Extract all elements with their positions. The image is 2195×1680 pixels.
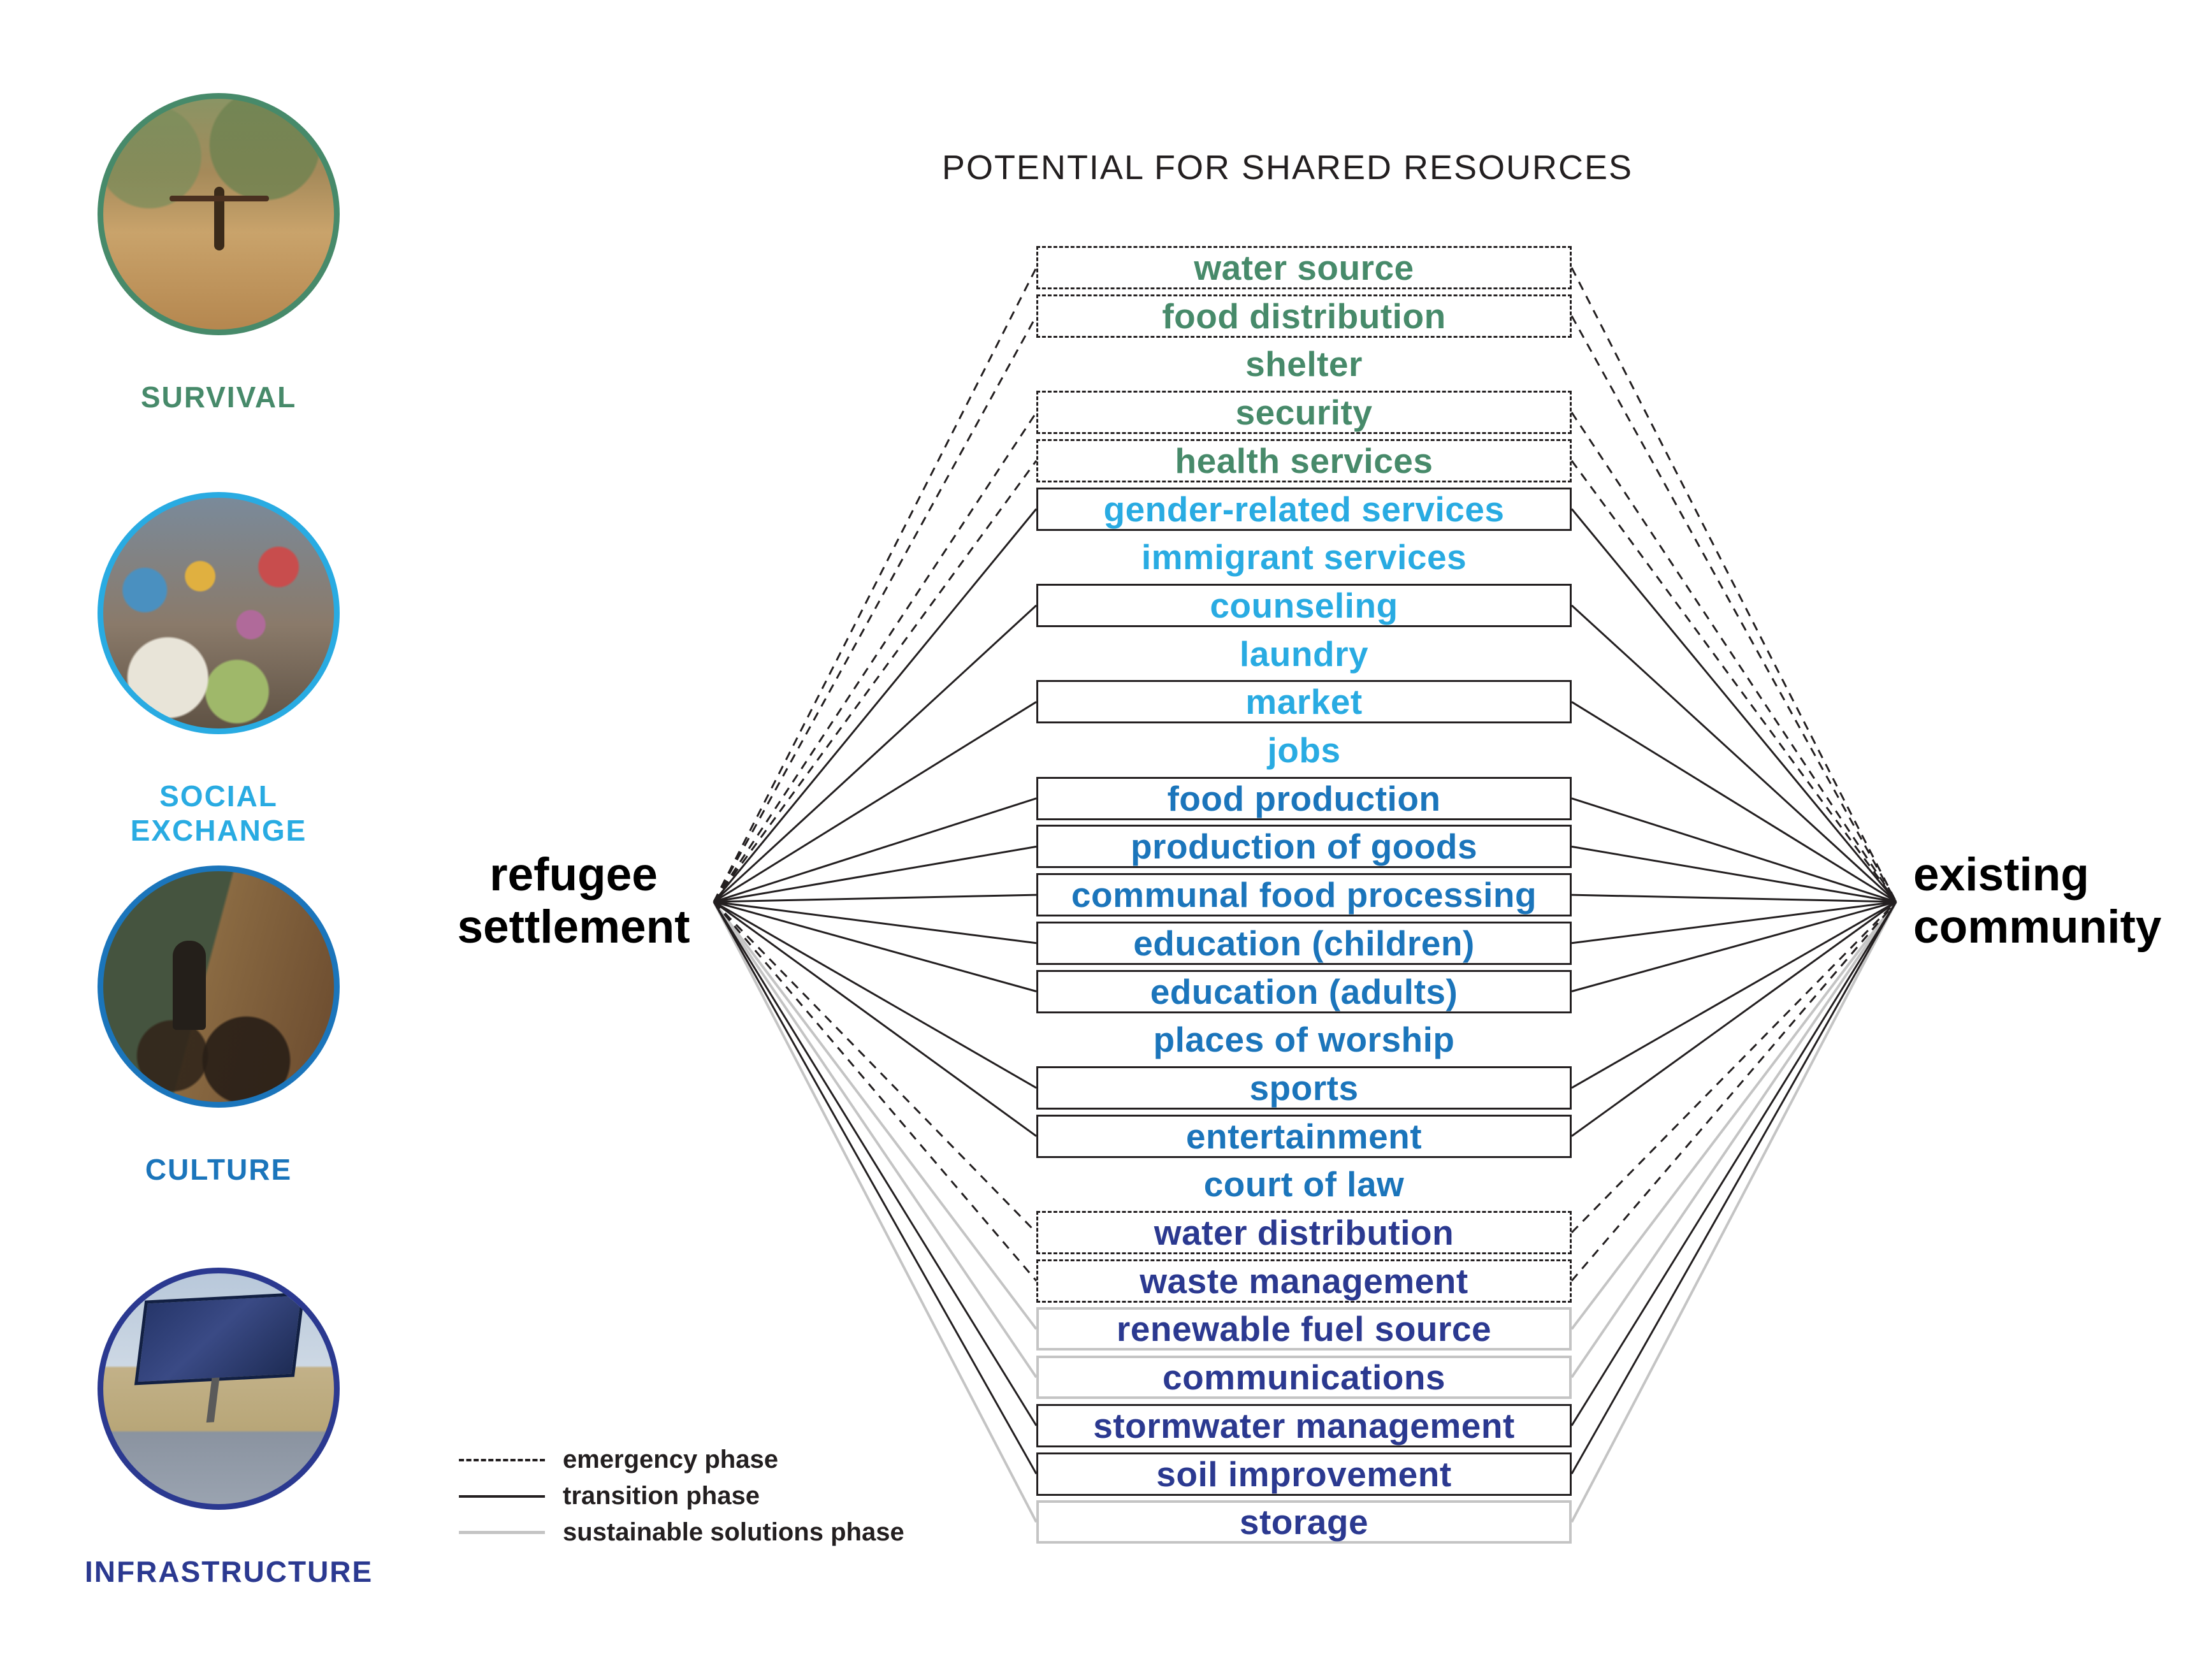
- legend-row-emergency: emergency phase: [459, 1442, 904, 1478]
- culture-photo: [98, 865, 340, 1108]
- category-infrastructure: INFRASTRUCTURE: [85, 1268, 373, 1589]
- emergency-phase-lines: [713, 267, 1897, 1282]
- resource-stormwater-management: stormwater management: [1036, 1403, 1572, 1447]
- category-social: SOCIAL EXCHANGE: [85, 492, 352, 848]
- legend-label-emergency: emergency phase: [563, 1445, 778, 1474]
- resource-production-of-goods: production of goods: [1036, 825, 1572, 869]
- resource-jobs: jobs: [1267, 730, 1341, 770]
- sustainable-line-sample: [459, 1531, 545, 1534]
- transition-phase-lines: [713, 508, 1897, 1475]
- resource-security: security: [1036, 391, 1572, 435]
- existing-community-node: existing community: [1913, 849, 2162, 953]
- resource-renewable-fuel-source: renewable fuel source: [1036, 1307, 1572, 1351]
- resource-court-of-law: court of law: [1203, 1164, 1405, 1205]
- resource-shelter: shelter: [1245, 344, 1363, 384]
- resource-education-children: education (children): [1036, 921, 1572, 965]
- survival-photo: [98, 93, 340, 335]
- resource-laundry: laundry: [1239, 634, 1369, 674]
- legend-row-transition: transition phase: [459, 1478, 904, 1514]
- resource-water-distribution: water distribution: [1036, 1211, 1572, 1254]
- legend: emergency phase transition phase sustain…: [459, 1442, 904, 1551]
- resource-immigrant-services: immigrant services: [1141, 537, 1467, 577]
- infrastructure-photo-detail-icon: [134, 1292, 305, 1386]
- legend-row-sustainable: sustainable solutions phase: [459, 1514, 904, 1551]
- resource-education-adults: education (adults): [1036, 969, 1572, 1013]
- resource-gender-related-services: gender-related services: [1036, 487, 1572, 531]
- refugee-settlement-node: refugee settlement: [457, 849, 690, 953]
- resource-counseling: counseling: [1036, 583, 1572, 627]
- category-label-survival: SURVIVAL: [140, 380, 297, 414]
- culture-photo-detail-icon: [172, 940, 206, 1030]
- resource-communal-food-processing: communal food processing: [1036, 873, 1572, 917]
- resource-health-services: health services: [1036, 438, 1572, 482]
- resource-waste-management: waste management: [1036, 1259, 1572, 1303]
- legend-label-transition: transition phase: [563, 1482, 760, 1510]
- resource-storage: storage: [1036, 1500, 1572, 1544]
- resource-communications: communications: [1036, 1356, 1572, 1400]
- resource-water-source: water source: [1036, 246, 1572, 289]
- category-label-culture: CULTURE: [145, 1153, 293, 1186]
- resource-food-distribution: food distribution: [1036, 294, 1572, 338]
- transition-line-sample: [459, 1495, 545, 1498]
- legend-label-sustainable: sustainable solutions phase: [563, 1518, 904, 1546]
- resource-food-production: food production: [1036, 776, 1572, 820]
- category-label-social: SOCIAL EXCHANGE: [130, 779, 307, 847]
- resource-market: market: [1036, 680, 1572, 724]
- social-photo: [98, 492, 340, 734]
- resource-sports: sports: [1036, 1066, 1572, 1110]
- resource-places-of-worship: places of worship: [1153, 1020, 1455, 1060]
- emergency-line-sample: [459, 1458, 545, 1461]
- category-culture: CULTURE: [85, 865, 352, 1187]
- resource-soil-improvement: soil improvement: [1036, 1452, 1572, 1496]
- category-label-infrastructure: INFRASTRUCTURE: [85, 1555, 373, 1588]
- infrastructure-photo: [98, 1268, 340, 1510]
- sustainable-phase-lines: [713, 901, 1897, 1523]
- diagram-title: POTENTIAL FOR SHARED RESOURCES: [941, 148, 1634, 187]
- category-survival: SURVIVAL: [85, 93, 352, 414]
- resource-entertainment: entertainment: [1036, 1114, 1572, 1158]
- survival-photo-detail-icon: [169, 186, 269, 250]
